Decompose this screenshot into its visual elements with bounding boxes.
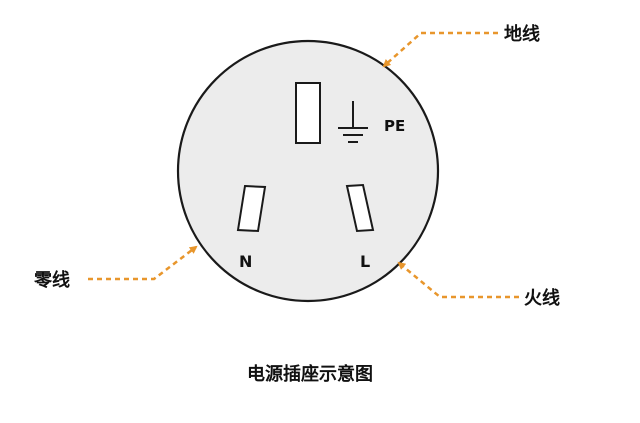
earth-ground-icon (338, 101, 368, 143)
diagram-caption: 电源插座示意图 (247, 363, 373, 385)
earth-callout-line (382, 31, 498, 68)
live-slot (345, 183, 375, 233)
earth-slot (295, 82, 321, 144)
live-wire-label: 火线 (524, 287, 560, 309)
live-pin-label: L (360, 252, 370, 271)
earth-pin-label: PE (384, 117, 405, 135)
earth-wire-label: 地线 (504, 23, 540, 45)
live-callout-line (397, 261, 519, 299)
neutral-callout-line (88, 245, 198, 281)
neutral-slot (236, 184, 267, 233)
neutral-pin-label: N (239, 252, 252, 271)
neutral-wire-label: 零线 (33, 269, 70, 291)
socket-face (176, 39, 440, 303)
